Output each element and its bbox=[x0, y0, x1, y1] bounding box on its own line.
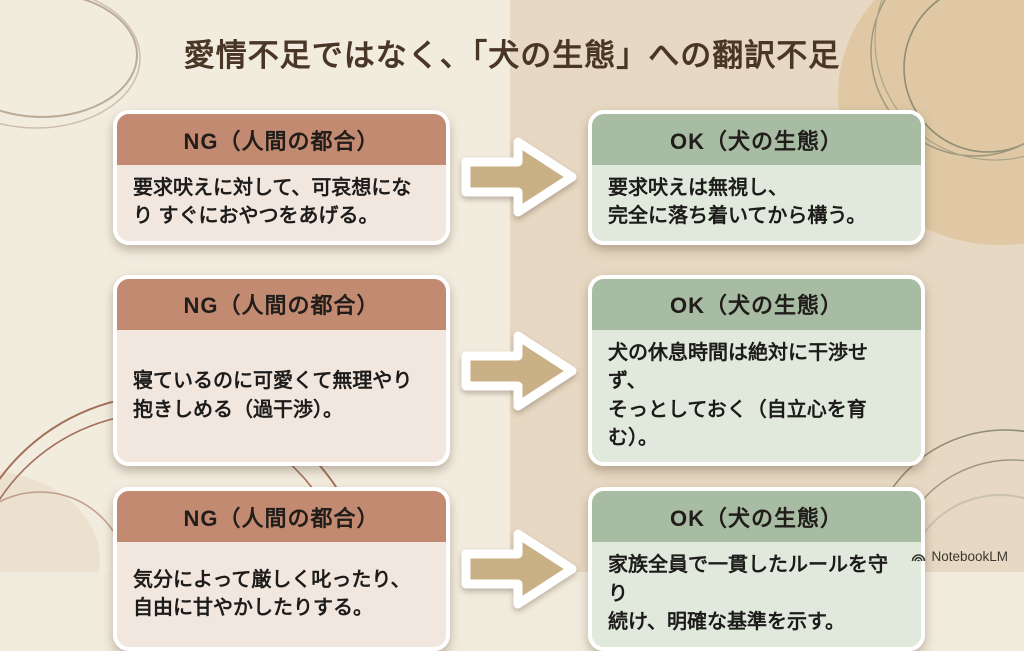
notebooklm-watermark: NotebookLM bbox=[911, 549, 1008, 564]
arrow-cell bbox=[450, 275, 588, 467]
comparison-row: NG（人間の都合） 寝ているのに可愛くて無理やり 抱きしめる（過干渉）。 OK（… bbox=[113, 274, 925, 467]
arrow-cell bbox=[450, 110, 588, 245]
ok-card-3-header: OK（犬の生態） bbox=[592, 491, 921, 543]
notebooklm-logo-icon bbox=[912, 554, 926, 562]
ng-card-3-header: NG（人間の都合） bbox=[117, 491, 446, 543]
arrow-right-icon bbox=[461, 331, 577, 411]
ok-card-2-header: OK（犬の生態） bbox=[592, 278, 921, 330]
ok-card-3-body: 家族全員で一貫したルールを守り 続け、明確な基準を示す。 bbox=[592, 542, 921, 647]
ok-card-3: OK（犬の生態） 家族全員で一貫したルールを守り 続け、明確な基準を示す。 bbox=[588, 487, 925, 651]
comparison-grid: NG（人間の都合） 要求吠えに対して、可哀想にな り すぐにおやつをあげる。 O… bbox=[113, 110, 925, 651]
arrow-cell bbox=[450, 487, 588, 650]
ok-card-1-header: OK（犬の生態） bbox=[592, 114, 921, 165]
ng-card-2: NG（人間の都合） 寝ているのに可愛くて無理やり 抱きしめる（過干渉）。 bbox=[113, 274, 450, 467]
arrow-right-icon bbox=[461, 529, 577, 609]
ok-card-2: OK（犬の生態） 犬の休息時間は絶対に干渉せず、 そっとしておく（自立心を育む）… bbox=[588, 274, 925, 467]
ok-card-1: OK（犬の生態） 要求吠えは無視し、 完全に落ち着いてから構う。 bbox=[588, 110, 925, 245]
ng-card-1-header: NG（人間の都合） bbox=[117, 114, 446, 165]
page-title: 愛情不足ではなく、「犬の生態」への翻訳不足 bbox=[183, 38, 841, 73]
ng-card-3-body: 気分によって厳しく叱ったり、 自由に甘やかしたりする。 bbox=[117, 542, 446, 647]
notebooklm-label: NotebookLM bbox=[931, 549, 1008, 564]
comparison-row: NG（人間の都合） 気分によって厳しく叱ったり、 自由に甘やかしたりする。 OK… bbox=[113, 487, 925, 651]
comparison-row: NG（人間の都合） 要求吠えに対して、可哀想にな り すぐにおやつをあげる。 O… bbox=[113, 110, 925, 245]
ok-card-1-body: 要求吠えは無視し、 完全に落ち着いてから構う。 bbox=[592, 165, 921, 241]
ng-card-1-body: 要求吠えに対して、可哀想にな り すぐにおやつをあげる。 bbox=[117, 165, 446, 241]
ok-card-2-body: 犬の休息時間は絶対に干渉せず、 そっとしておく（自立心を育む）。 bbox=[592, 329, 921, 463]
arrow-right-icon bbox=[461, 137, 577, 217]
ng-card-3: NG（人間の都合） 気分によって厳しく叱ったり、 自由に甘やかしたりする。 bbox=[113, 487, 450, 651]
ng-card-2-body: 寝ているのに可愛くて無理やり 抱きしめる（過干渉）。 bbox=[117, 329, 446, 463]
ng-card-1: NG（人間の都合） 要求吠えに対して、可哀想にな り すぐにおやつをあげる。 bbox=[113, 110, 450, 245]
ng-card-2-header: NG（人間の都合） bbox=[117, 278, 446, 330]
